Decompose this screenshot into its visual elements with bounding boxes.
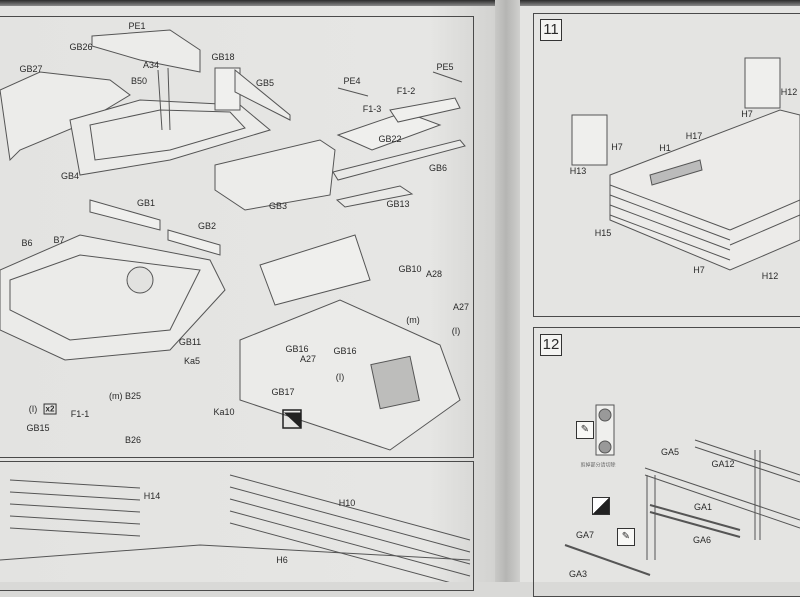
- part-label: (I): [28, 404, 38, 414]
- part-label: B50: [130, 76, 148, 86]
- part-label: GB4: [60, 171, 80, 181]
- truck-bed-side-drawings: [0, 474, 471, 582]
- part-label: GB22: [378, 134, 402, 144]
- part-label: GB26: [69, 42, 93, 52]
- part-label: H7: [693, 265, 705, 275]
- cab-assembly-drawing: [0, 29, 336, 211]
- panel-step-10: [0, 16, 474, 458]
- part-label: GB16: [333, 346, 357, 356]
- part-label: A34: [142, 60, 160, 70]
- part-label: B6: [21, 238, 33, 248]
- part-label: (I): [451, 326, 461, 336]
- canopy-frame-drawing: [564, 404, 800, 576]
- paint-corner-icon: [592, 497, 610, 515]
- cargo-bed-drawing: [571, 57, 800, 271]
- part-label: GB11: [178, 337, 202, 347]
- part-label: H7: [741, 109, 753, 119]
- part-label: H15: [594, 228, 612, 238]
- part-label: GB17: [271, 387, 295, 397]
- part-label: GB6: [428, 163, 448, 173]
- panel-step-11: [533, 13, 800, 317]
- step-number-11: 11: [540, 19, 562, 41]
- part-label: F1-2: [396, 86, 416, 96]
- part-label: A28: [425, 269, 443, 279]
- part-label: H13: [569, 166, 587, 176]
- part-label: A27: [299, 354, 317, 364]
- part-label: H1: [659, 143, 671, 153]
- part-label: GB18: [211, 52, 235, 62]
- quantity-badge: x2: [43, 403, 57, 415]
- part-label: Ka10: [213, 407, 235, 417]
- cement-icon: ✎: [617, 528, 635, 546]
- part-label: Ka5: [183, 356, 201, 366]
- part-label: GA5: [660, 447, 680, 457]
- part-label: (m) B25: [108, 391, 142, 401]
- part-label: GB3: [268, 201, 288, 211]
- part-label: B7: [53, 235, 65, 245]
- part-label: H17: [685, 131, 703, 141]
- step-panel-drawing: [332, 71, 466, 208]
- part-label: GB15: [26, 423, 50, 433]
- part-label: GB1: [136, 198, 156, 208]
- part-label: H12: [780, 87, 798, 97]
- part-label: GA3: [568, 569, 588, 579]
- assembly-drawings: [0, 29, 800, 582]
- step-number-12: 12: [540, 334, 562, 356]
- part-label: H7: [611, 142, 623, 152]
- hull-drawing: [0, 199, 226, 361]
- part-label: GB16: [285, 344, 309, 354]
- part-label: F1-3: [362, 104, 382, 114]
- engine-deck-drawing: [239, 234, 461, 451]
- part-label: PE4: [343, 76, 361, 86]
- cut-instruction-note: 剪掉部分请切除: [580, 462, 616, 469]
- part-label: A27: [452, 302, 470, 312]
- part-label: H6: [276, 555, 288, 565]
- part-label: GB13: [386, 199, 410, 209]
- book-gutter: [495, 0, 520, 582]
- part-label: (m): [406, 315, 420, 325]
- part-label: GB5: [255, 78, 275, 88]
- part-label: H12: [761, 271, 779, 281]
- part-label: GB27: [19, 64, 43, 74]
- part-label: H14: [143, 491, 161, 501]
- part-label: F1-1: [70, 409, 90, 419]
- part-label: PE1: [128, 21, 146, 31]
- part-label: H10: [338, 498, 356, 508]
- part-label: GB10: [398, 264, 422, 274]
- cement-icon: ✎: [576, 421, 594, 439]
- part-label: (I): [335, 372, 345, 382]
- part-label: GB2: [197, 221, 217, 231]
- part-label: GA1: [693, 502, 713, 512]
- part-label: B26: [124, 435, 142, 445]
- scan-top-edge: [0, 0, 800, 6]
- part-label: GA7: [575, 530, 595, 540]
- part-label: GA12: [711, 459, 735, 469]
- part-label: GA6: [692, 535, 712, 545]
- part-label: PE5: [436, 62, 454, 72]
